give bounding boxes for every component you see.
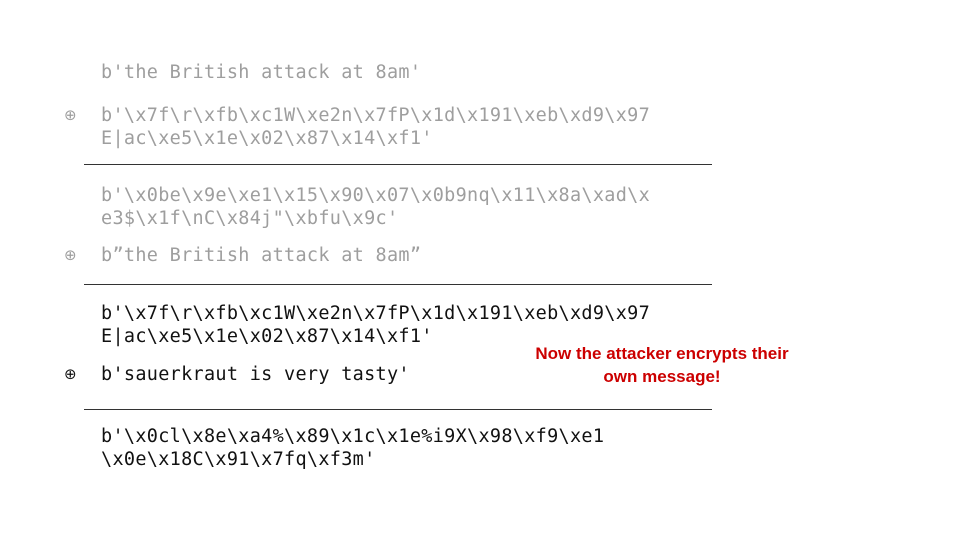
result-divider bbox=[84, 284, 712, 285]
recovered-plaintext: b”the British attack at 8am” bbox=[101, 245, 422, 266]
forged-ciphertext-line-2: \x0e\x18C\x91\x7fq\xf3m' bbox=[101, 449, 376, 470]
annotation-line-1: Now the attacker encrypts their bbox=[535, 344, 789, 363]
annotation-line-2: own message! bbox=[603, 367, 721, 386]
recovered-key-line-1: b'\x7f\r\xfb\xc1W\xe2n\x7fP\x1d\x191\xeb… bbox=[101, 303, 651, 324]
ciphertext-line-2: e3$\x1f\nC\x84j"\xbfu\x9c' bbox=[101, 208, 399, 229]
forged-ciphertext-line-1: b'\x0cl\x8e\xa4%\x89\x1c\x1e%i9X\x98\xf9… bbox=[101, 426, 605, 447]
xor-operator-icon: ⊕ bbox=[64, 106, 77, 124]
xor-operator-icon: ⊕ bbox=[64, 365, 77, 383]
result-divider bbox=[84, 164, 712, 165]
key-line-2: E|ac\xe5\x1e\x02\x87\x14\xf1' bbox=[101, 128, 433, 149]
xor-operator-icon: ⊕ bbox=[64, 246, 77, 264]
recovered-key-line-2: E|ac\xe5\x1e\x02\x87\x14\xf1' bbox=[101, 326, 433, 347]
key-line-1: b'\x7f\r\xfb\xc1W\xe2n\x7fP\x1d\x191\xeb… bbox=[101, 105, 651, 126]
attacker-annotation: Now the attacker encrypts their own mess… bbox=[512, 342, 812, 388]
original-plaintext: b'the British attack at 8am' bbox=[101, 62, 422, 83]
ciphertext-line-1: b'\x0be\x9e\xe1\x15\x90\x07\x0b9nq\x11\x… bbox=[101, 185, 651, 206]
result-divider bbox=[84, 409, 712, 410]
attacker-message: b'sauerkraut is very tasty' bbox=[101, 364, 410, 385]
